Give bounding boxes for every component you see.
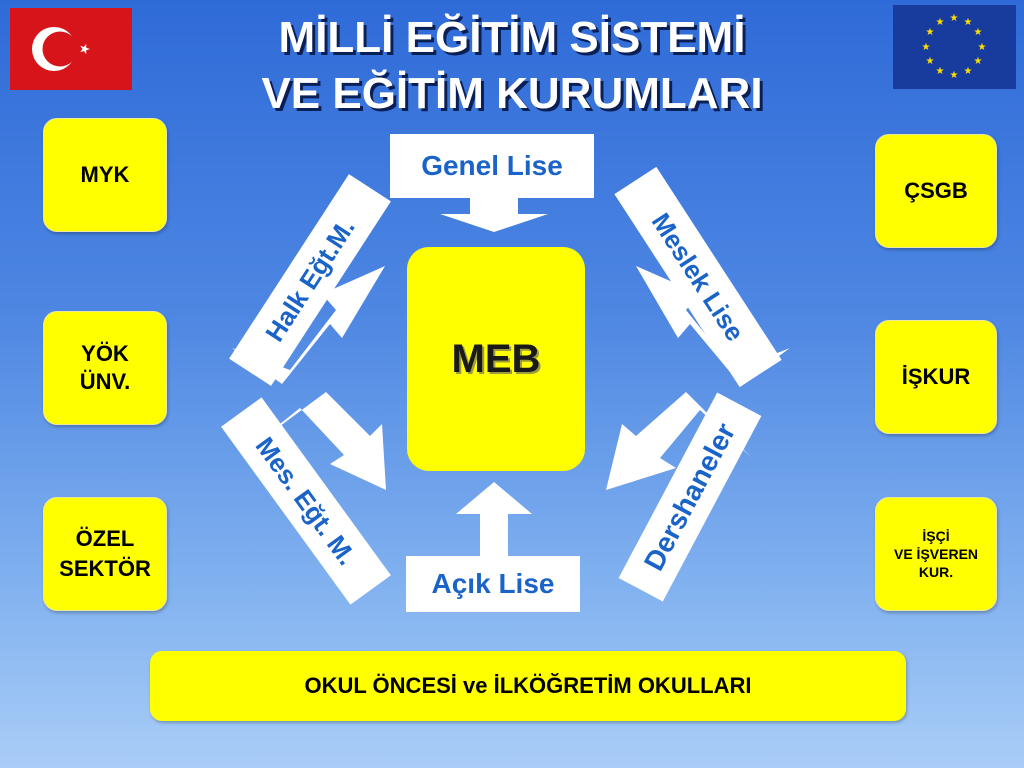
arrow-left-up-icon xyxy=(606,392,752,490)
left-box-2-label: YÖK ÜNV. xyxy=(79,341,131,394)
arrow-up-icon xyxy=(456,482,532,556)
right-box-1-label: ÇSGB xyxy=(904,178,968,203)
svg-text:★: ★ xyxy=(922,42,931,53)
svg-text:★: ★ xyxy=(964,66,973,77)
turkey-flag-icon xyxy=(10,8,132,90)
left-box-1-label: MYK xyxy=(80,162,130,187)
title-line-1: MİLLİ EĞİTİM SİSTEMİ xyxy=(278,13,746,62)
svg-text:★: ★ xyxy=(950,70,959,81)
svg-text:★: ★ xyxy=(974,56,983,67)
label-genel-lise: Genel Lise xyxy=(390,134,594,198)
svg-text:★: ★ xyxy=(974,27,983,38)
svg-text:★: ★ xyxy=(964,17,973,28)
eu-flag-icon: ★ ★ ★ ★ ★ ★ ★ ★ ★ ★ ★ ★ xyxy=(893,5,1016,89)
left-box-1: MYK xyxy=(43,118,167,232)
svg-text:★: ★ xyxy=(978,42,987,53)
left-box-2: YÖK ÜNV. xyxy=(43,311,167,425)
arrow-right-up-icon xyxy=(245,392,386,490)
arrow-right-down-icon xyxy=(232,266,385,384)
right-box-1: ÇSGB xyxy=(875,134,997,248)
arrow-down-icon xyxy=(440,196,548,232)
svg-text:★: ★ xyxy=(926,56,935,67)
svg-text:★: ★ xyxy=(950,13,959,24)
center-box-meb: MEB xyxy=(407,247,585,471)
page-title: MİLLİ EĞİTİM SİSTEMİ VE EĞİTİM KURUMLARI xyxy=(150,10,874,122)
svg-text:★: ★ xyxy=(936,66,945,77)
bottom-bar-label: OKUL ÖNCESİ ve İLKÖĞRETİM OKULLARI xyxy=(304,673,752,698)
title-line-2: VE EĞİTİM KURUMLARI xyxy=(261,69,763,118)
svg-text:★: ★ xyxy=(926,27,935,38)
right-box-3: İŞÇİ VE İŞVEREN KUR. xyxy=(875,497,997,611)
left-box-3-label: ÖZEL SEKTÖR xyxy=(59,526,151,581)
label-acik-lise: Açık Lise xyxy=(406,556,580,612)
bottom-bar: OKUL ÖNCESİ ve İLKÖĞRETİM OKULLARI xyxy=(150,651,906,721)
left-box-3: ÖZEL SEKTÖR xyxy=(43,497,167,611)
right-box-2: İŞKUR xyxy=(875,320,997,434)
svg-text:★: ★ xyxy=(936,17,945,28)
center-label: MEB xyxy=(451,336,541,381)
arrow-left-down-icon xyxy=(636,266,790,384)
right-box-2-label: İŞKUR xyxy=(901,364,971,389)
right-box-3-label: İŞÇİ VE İŞVEREN KUR. xyxy=(893,528,979,580)
